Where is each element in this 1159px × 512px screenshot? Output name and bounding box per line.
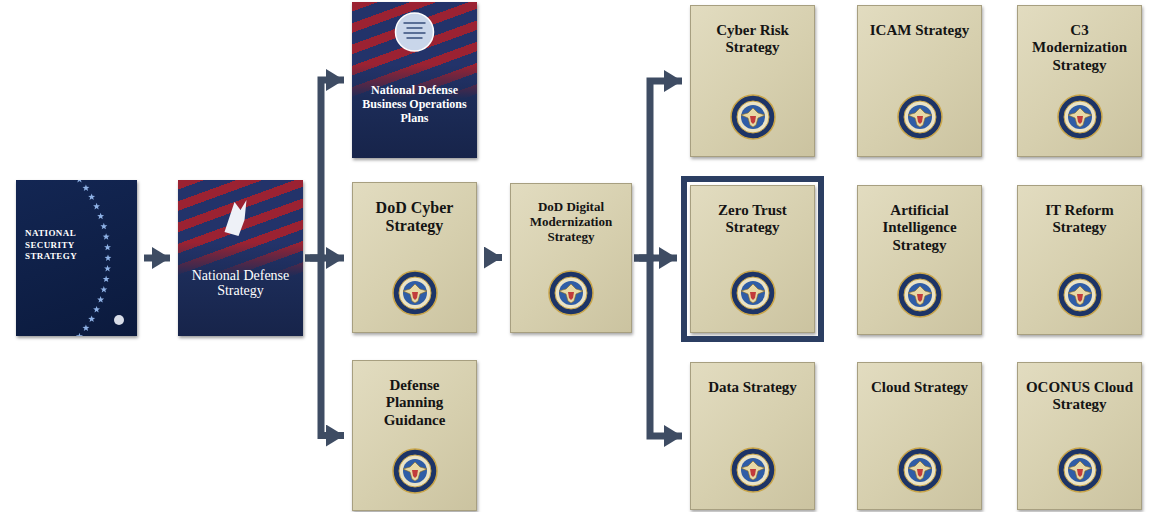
- seal-emblem: [897, 94, 943, 140]
- book-cover: DoD Cyber Strategy: [352, 182, 477, 333]
- book-cover: DoD Digital Modernization Strategy: [510, 183, 632, 333]
- seal-emblem: [392, 448, 438, 494]
- seal-emblem: [1057, 447, 1103, 493]
- book-cover: Cloud Strategy: [857, 362, 982, 510]
- book-title: IT Reform Strategy: [1018, 186, 1141, 237]
- book-title: Zero Trust Strategy: [691, 186, 814, 237]
- flow-arrow: [305, 80, 344, 258]
- seal-emblem: [730, 447, 776, 493]
- seal-emblem: [1057, 94, 1103, 140]
- flow-arrow: [484, 254, 502, 261]
- book-title: Cloud Strategy: [858, 363, 981, 396]
- book-title: National Defense Strategy: [182, 268, 299, 299]
- flow-arrow: [144, 255, 170, 262]
- book-cover: ICAM Strategy: [857, 5, 982, 157]
- book-title: Artificial Intelligence Strategy: [858, 186, 981, 254]
- eagle-emblem: [178, 180, 303, 270]
- book-cover: Artificial Intelligence Strategy: [857, 185, 982, 335]
- seal-emblem: [1057, 272, 1103, 318]
- book-cover: IT Reform Strategy: [1017, 185, 1142, 335]
- book-title: DoD Digital Modernization Strategy: [511, 184, 631, 245]
- flow-arrow: [634, 81, 682, 258]
- flow-arrow: [305, 258, 344, 436]
- book-cover: C3 Modernization Strategy: [1017, 5, 1142, 157]
- book-cover: National Defense Business Operations Pla…: [352, 2, 477, 158]
- book-title: ICAM Strategy: [858, 6, 981, 39]
- book-title: DoD Cyber Strategy: [353, 183, 476, 236]
- flow-arrow: [634, 258, 682, 436]
- book-title: Cyber Risk Strategy: [691, 6, 814, 57]
- book-title: NATIONAL SECURITY STRATEGY: [25, 228, 87, 263]
- book-title: Defense Planning Guidance: [353, 361, 476, 429]
- book-cover: Cyber Risk Strategy: [690, 5, 815, 157]
- book-title: OCONUS Cloud Strategy: [1018, 363, 1141, 414]
- book-cover: Zero Trust Strategy: [690, 185, 815, 333]
- seal-emblem: [548, 270, 594, 316]
- book-cover: Defense Planning Guidance: [352, 360, 477, 511]
- cover-emblem: [352, 2, 477, 72]
- seal-emblem: [730, 270, 776, 316]
- book-title: C3 Modernization Strategy: [1018, 6, 1141, 74]
- seal-emblem: [897, 447, 943, 493]
- book-title: Data Strategy: [691, 363, 814, 396]
- book-cover: NATIONAL SECURITY STRATEGY: [16, 180, 137, 336]
- book-cover: National Defense Strategy: [178, 180, 303, 336]
- book-title: National Defense Business Operations Pla…: [357, 84, 472, 125]
- book-cover: OCONUS Cloud Strategy: [1017, 362, 1142, 510]
- seal-emblem: [897, 272, 943, 318]
- seal-emblem: [730, 94, 776, 140]
- seal-emblem: [392, 270, 438, 316]
- book-cover: Data Strategy: [690, 362, 815, 510]
